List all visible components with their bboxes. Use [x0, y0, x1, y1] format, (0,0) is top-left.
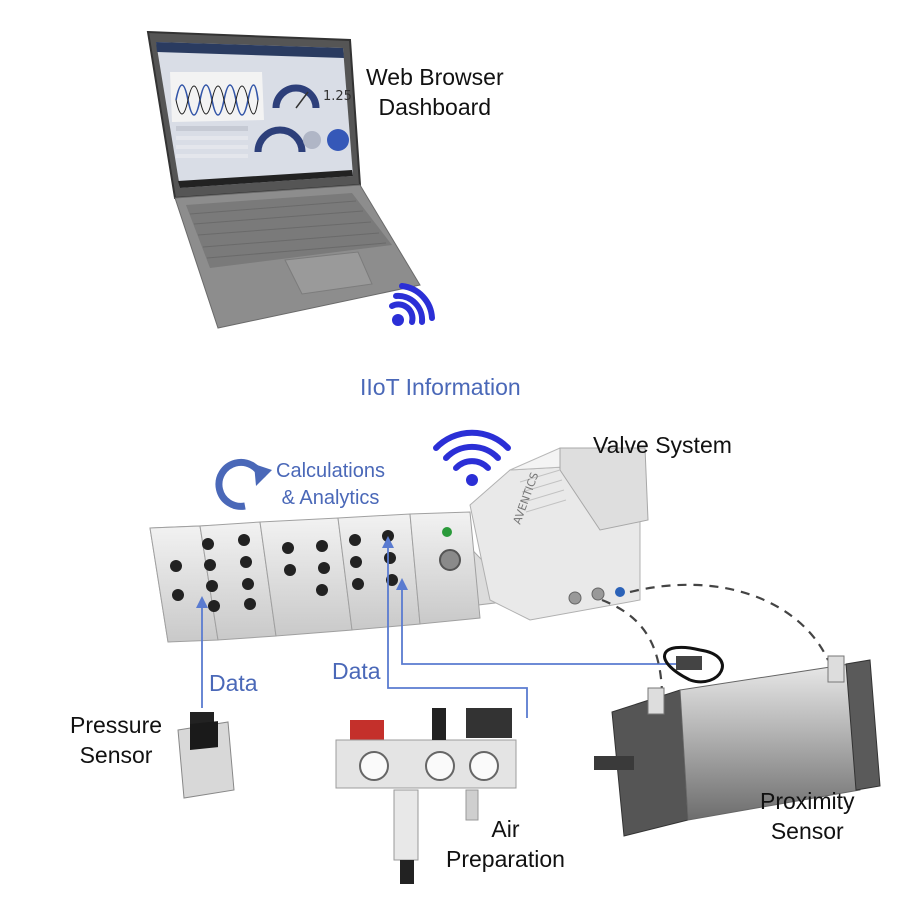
pressure-sensor — [177, 712, 235, 799]
data-label-left: Data — [209, 670, 258, 696]
screen-readout: 1.25 — [323, 89, 352, 104]
dashboard-label-line1: Web Browser — [366, 64, 504, 90]
calculations-label-line2: & Analytics — [281, 487, 380, 509]
io-module-rack — [149, 511, 522, 643]
proximity-sensor-label-line2: Sensor — [770, 818, 844, 844]
air-preparation-label: Air Preparation — [446, 814, 565, 874]
rotate-arrow-icon — [215, 458, 272, 510]
pressure-sensor-label-line1: Pressure — [70, 712, 163, 738]
valve-system: AVENTICS — [469, 447, 649, 621]
valve-system-label: Valve System — [593, 432, 732, 458]
dashboard-screen: 1.25 — [170, 72, 352, 158]
calculations-label-line1: Calculations — [276, 460, 385, 482]
pressure-sensor-label-line2: Sensor — [79, 742, 153, 768]
wifi-icon — [433, 429, 511, 486]
dashboard-label-line2: Dashboard — [378, 94, 492, 120]
iiot-information-label: IIoT Information — [360, 374, 521, 400]
data-lines — [196, 536, 680, 718]
calculations-label: Calculations & Analytics — [276, 458, 385, 512]
proximity-sensor-label-line1: Proximity — [760, 788, 855, 814]
air-preparation-label-line2: Preparation — [446, 846, 565, 872]
pneumatic-lines — [601, 583, 829, 693]
pressure-sensor-label: Pressure Sensor — [70, 710, 162, 770]
air-preparation-unit — [335, 708, 517, 884]
proximity-sensor-label: Proximity Sensor — [760, 786, 855, 846]
pneumatic-cylinder — [594, 645, 881, 837]
laptop: 1.25 — [146, 30, 421, 329]
dashboard-label: Web Browser Dashboard — [366, 62, 504, 122]
air-preparation-label-line1: Air — [491, 816, 520, 842]
data-label-middle: Data — [332, 658, 381, 684]
wifi-icon — [389, 283, 435, 326]
